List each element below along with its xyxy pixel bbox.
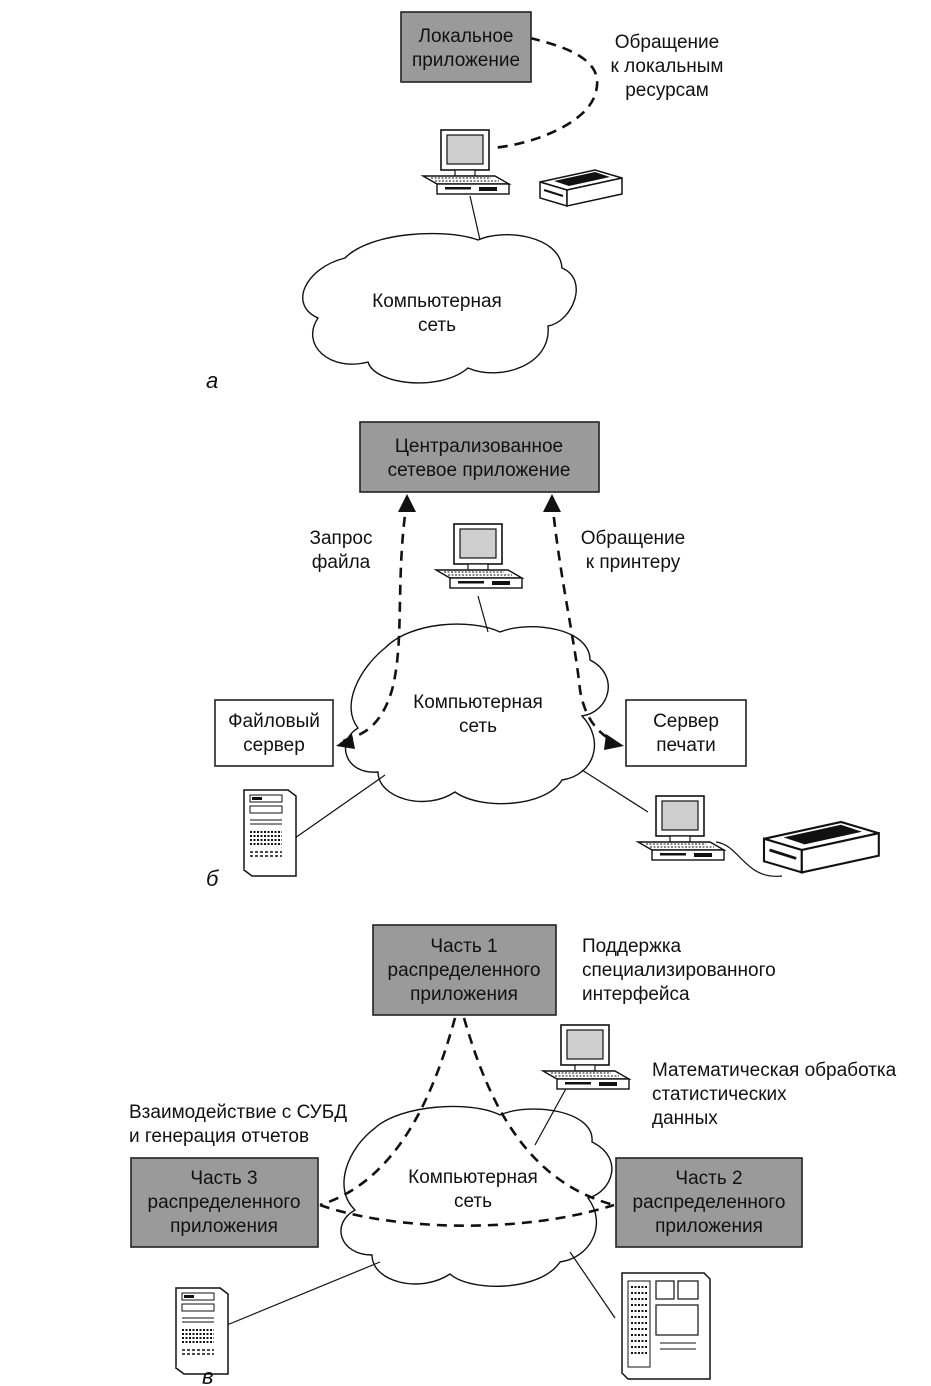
panel-a: Локальное приложение Обращение к локальн…: [206, 11, 724, 393]
resource-access-line-3: ресурсам: [625, 80, 709, 101]
part2-note-line-2: статистических: [652, 1084, 787, 1105]
part3-line-2: распределенного: [148, 1192, 301, 1213]
workstation-icon: [422, 129, 510, 195]
part2-note-line-1: Математическая обработка: [652, 1060, 897, 1081]
panel-b: Централизованное сетевое приложение Запр…: [206, 421, 881, 891]
network-cloud-b: [344, 623, 609, 805]
part2-line-2: распределенного: [633, 1192, 786, 1213]
printer-icon: [539, 169, 623, 207]
file-request-path: [342, 499, 409, 743]
part3-line-1: Часть 3: [190, 1168, 257, 1189]
print-server-line-1: Сервер: [653, 711, 719, 732]
network-cloud-c: [340, 1105, 613, 1287]
local-app-line-2: приложение: [412, 50, 520, 71]
printer-access-path: [550, 499, 615, 743]
arrowhead-print-down: [604, 734, 624, 750]
network-cloud-a: [302, 232, 577, 384]
pc-to-network-link-a: [469, 195, 481, 241]
part3-box: [130, 1157, 319, 1248]
part2-note-line-3: данных: [652, 1108, 718, 1129]
print-server-line-2: печати: [656, 735, 716, 756]
mainframe-link: [569, 1251, 616, 1319]
panel-c: Часть 1 распределенного приложения Подде…: [129, 924, 897, 1386]
part2-line-3: приложения: [655, 1216, 763, 1237]
part3-note-line-2: и генерация отчетов: [129, 1126, 309, 1147]
part3-note-line-1: Взаимодействие с СУБД: [129, 1102, 347, 1123]
printer-access-line-2: к принтеру: [586, 552, 681, 573]
panel-label-a: а: [206, 368, 218, 393]
pc-to-network-link-c: [534, 1084, 569, 1146]
tower-server-icon: [175, 1287, 229, 1375]
network-label-a-2: сеть: [418, 315, 456, 336]
network-label-c-2: сеть: [454, 1191, 492, 1212]
arrowhead-print-up: [543, 494, 561, 512]
tower-server-icon: [243, 789, 297, 877]
file-request-line-2: файла: [312, 552, 371, 573]
local-resource-link: [491, 36, 599, 150]
part1-note-line-1: Поддержка: [582, 936, 682, 957]
tower-link-c: [226, 1261, 381, 1326]
central-app-line-2: сетевое приложение: [388, 460, 571, 481]
local-app-line-1: Локальное: [419, 26, 514, 47]
resource-access-line-1: Обращение: [615, 32, 719, 53]
network-label-b-2: сеть: [459, 716, 497, 737]
workstation-icon: [542, 1024, 630, 1090]
part2-box: [615, 1157, 803, 1248]
part1-note-line-2: специализированного: [582, 960, 776, 981]
network-label-b-1: Компьютерная: [413, 692, 543, 713]
part1-line-1: Часть 1: [430, 936, 497, 957]
part2-line-1: Часть 2: [675, 1168, 742, 1189]
arrowhead-file-down: [336, 734, 355, 749]
network-label-a-1: Компьютерная: [372, 291, 502, 312]
file-server-line-2: сервер: [243, 735, 305, 756]
resource-access-line-2: к локальным: [611, 56, 724, 77]
part1-note-line-3: интерфейса: [582, 984, 690, 1005]
part1-line-2: распределенного: [388, 960, 541, 981]
file-server-line-1: Файловый: [228, 711, 320, 732]
file-request-line-1: Запрос: [310, 528, 373, 549]
workstation-icon: [637, 795, 725, 861]
print-server-link: [581, 769, 649, 813]
panel-label-b: б: [206, 866, 220, 891]
local-app-box: [400, 11, 532, 83]
pc-to-network-link-b: [477, 595, 489, 633]
file-server-link: [294, 774, 386, 839]
central-app-line-1: Централизованное: [395, 436, 563, 457]
part3-line-3: приложения: [170, 1216, 278, 1237]
central-app-box: [359, 421, 600, 493]
printer-icon: [762, 820, 881, 874]
part3-part2-path: [319, 1203, 615, 1227]
file-server-box: [214, 699, 334, 767]
part1-box: [372, 924, 557, 1016]
part1-part2-path: [462, 1017, 615, 1207]
mainframe-icon: [621, 1272, 711, 1380]
part1-part3-path: [319, 1017, 457, 1207]
printer-cable: [715, 841, 783, 877]
workstation-icon: [435, 523, 523, 589]
printer-access-line-1: Обращение: [581, 528, 685, 549]
network-label-c-1: Компьютерная: [408, 1167, 538, 1188]
panel-label-c: в: [202, 1364, 213, 1386]
print-server-box: [625, 699, 747, 767]
part1-line-3: приложения: [410, 984, 518, 1005]
arrowhead-file-up: [398, 494, 416, 512]
